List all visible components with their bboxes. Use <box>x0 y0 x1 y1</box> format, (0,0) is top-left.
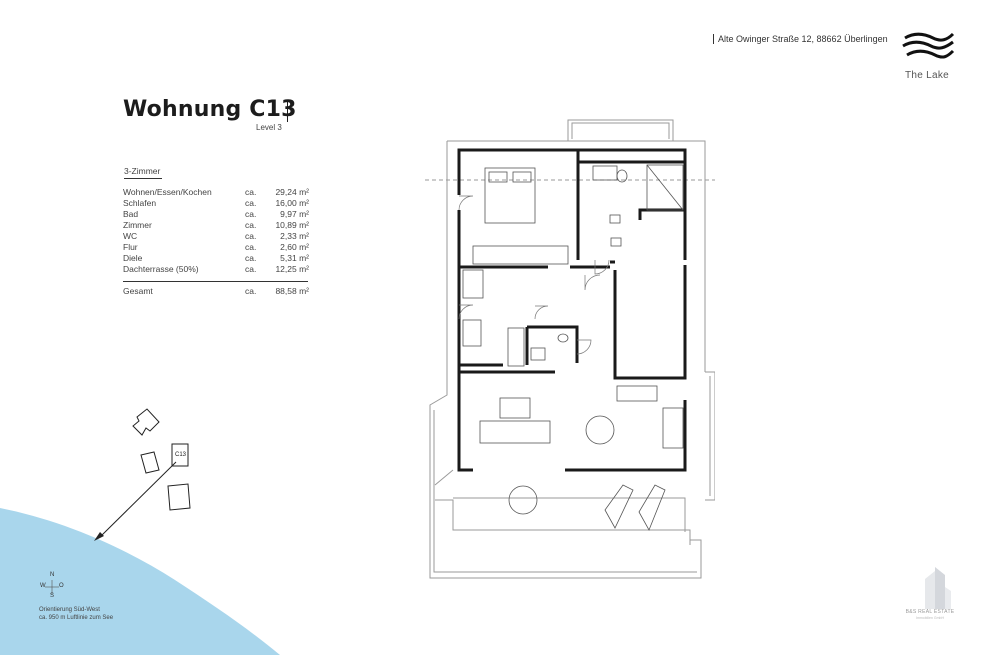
total-row: Gesamt ca. 88,58 m² <box>123 286 309 297</box>
area-ca: ca. <box>245 253 257 263</box>
room-size: 2,60 m² <box>280 242 309 252</box>
interior-walls <box>457 148 687 472</box>
room-size: 16,00 m² <box>275 198 309 208</box>
level-label: Level 3 <box>256 123 282 132</box>
room-name: Bad <box>123 209 139 219</box>
arrow-head-icon <box>94 532 104 541</box>
room-name: Wohnen/Essen/Kochen <box>123 187 212 197</box>
compass-o: O <box>59 583 64 589</box>
floor-plan <box>425 119 715 579</box>
building-1 <box>132 408 160 436</box>
room-size: 29,24 m² <box>275 187 309 197</box>
logo-subtitle: Immobilien GmbH <box>915 616 944 620</box>
brand-name: The Lake <box>904 70 950 81</box>
compass-s: S <box>50 593 55 599</box>
area-ca: ca. <box>245 220 257 230</box>
area-table: Wohnen/Essen/Kochen ca. 29,24 m² Schlafen ca… <box>123 187 309 275</box>
area-row: Wohnen/Essen/Kochen ca. 29,24 m² <box>123 187 309 198</box>
area-row: WC ca. 2,33 m² <box>123 231 309 242</box>
area-ca: ca. <box>245 209 257 219</box>
outer-outline <box>425 119 715 579</box>
area-ca: ca. <box>245 231 257 241</box>
room-size: 12,25 m² <box>275 264 309 274</box>
building-logo-icon <box>925 567 951 609</box>
lake-direction-line <box>99 461 177 538</box>
room-size: 5,31 m² <box>280 253 309 263</box>
total-table: Gesamt ca. 88,58 m² <box>123 286 309 297</box>
room-name: WC <box>123 231 138 241</box>
area-ca: ca. <box>245 264 257 274</box>
compass-rose: N S W O <box>40 572 70 602</box>
area-ca: ca. <box>245 242 257 252</box>
compass-icon <box>45 580 59 594</box>
room-name: Zimmer <box>123 220 152 230</box>
area-row: Schlafen ca. 16,00 m² <box>123 198 309 209</box>
area-row: Dachterrasse (50%) ca. 12,25 m² <box>123 264 309 275</box>
room-name: Dachterrasse (50%) <box>123 264 199 274</box>
room-size: 2,33 m² <box>280 231 309 241</box>
room-size: 9,97 m² <box>280 209 309 219</box>
building-4 <box>167 483 191 511</box>
compass-n: N <box>50 572 55 578</box>
total-ca: ca. <box>245 286 257 296</box>
page-title: Wohnung C13 <box>123 97 297 122</box>
area-row: Diele ca. 5,31 m² <box>123 253 309 264</box>
divider <box>124 178 162 179</box>
orientation-line-2: ca. 950 m Luftlinie zum See <box>39 615 114 621</box>
orientation-line-1: Orientierung Süd-West <box>39 607 100 613</box>
room-size: 10,89 m² <box>275 220 309 230</box>
area-row: Bad ca. 9,97 m² <box>123 209 309 220</box>
room-type-label: 3-Zimmer <box>124 166 161 176</box>
room-name: Flur <box>123 242 138 252</box>
building-2 <box>140 451 160 474</box>
area-row: Flur ca. 2,60 m² <box>123 242 309 253</box>
title-divider <box>287 100 288 122</box>
area-ca: ca. <box>245 187 257 197</box>
room-name: Diele <box>123 253 143 263</box>
brand-logo: The Lake <box>896 30 958 81</box>
total-size: 88,58 m² <box>275 286 309 296</box>
doors <box>458 195 610 355</box>
area-row: Zimmer ca. 10,89 m² <box>123 220 309 231</box>
furniture <box>462 164 684 531</box>
orientation-note: Orientierung Süd-West ca. 950 m Luftlini… <box>39 606 113 622</box>
address-text: Alte Owinger Straße 12, 88662 Überlingen <box>713 34 888 44</box>
waves-icon <box>902 32 955 59</box>
compass-w: W <box>40 583 46 589</box>
building-c13 <box>171 443 189 467</box>
total-divider <box>123 281 308 282</box>
logo-name: B&S REAL ESTATE <box>905 609 955 615</box>
room-name: Schlafen <box>123 198 157 208</box>
total-label: Gesamt <box>123 286 153 296</box>
unit-label: C13 <box>175 452 187 458</box>
area-ca: ca. <box>245 198 257 208</box>
site-map <box>94 408 191 541</box>
